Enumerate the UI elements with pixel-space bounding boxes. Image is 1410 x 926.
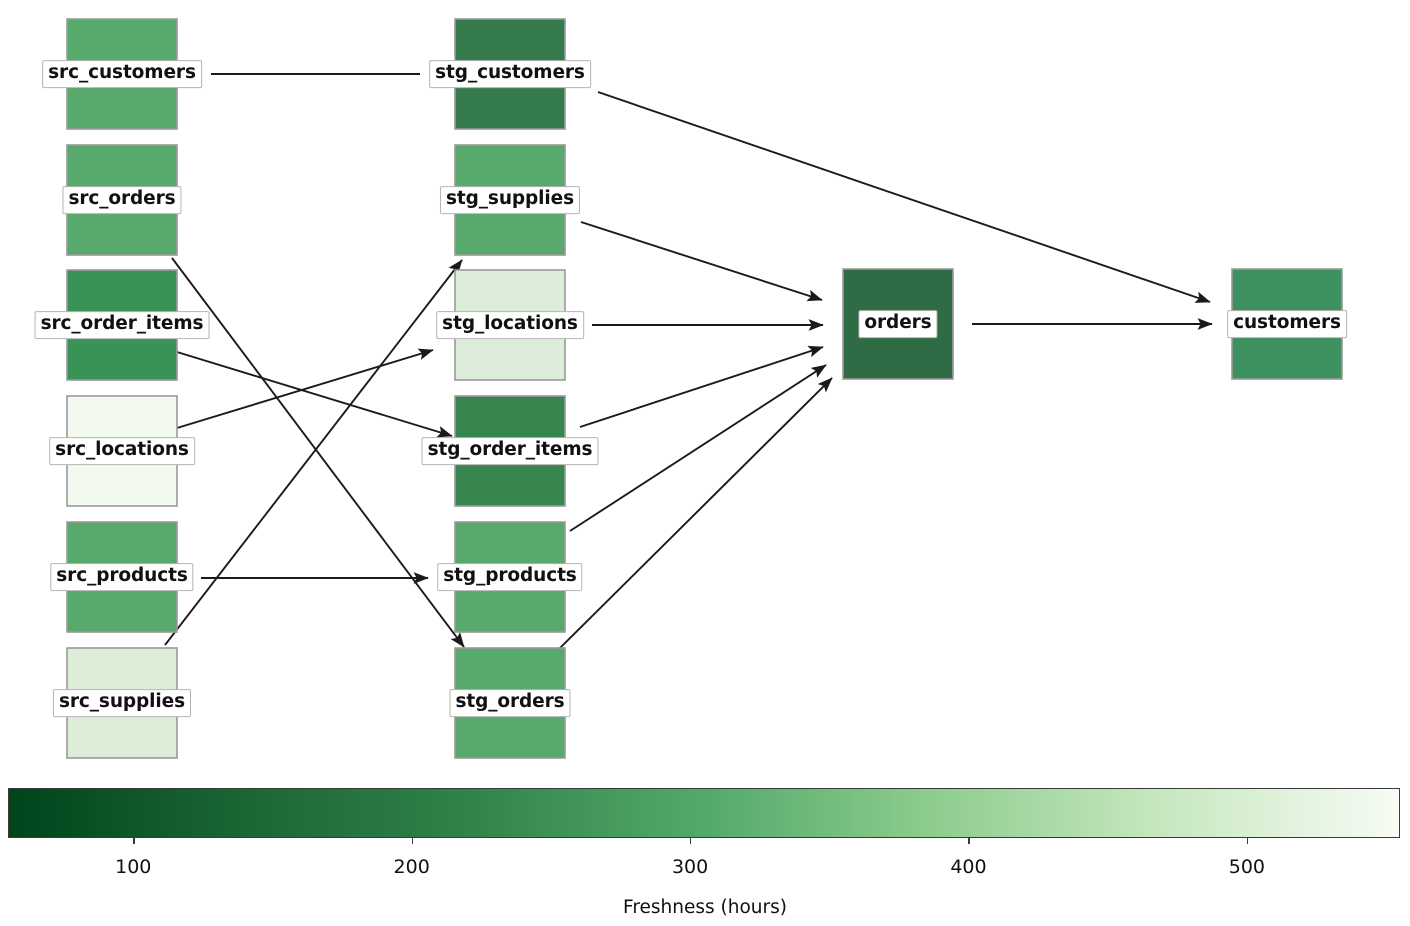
colorbar-tick-500: [1246, 838, 1249, 844]
node-label-src_locations[interactable]: src_locations: [49, 437, 195, 465]
node-label-stg_orders[interactable]: stg_orders: [449, 689, 571, 717]
node-label-stg_customers[interactable]: stg_customers: [429, 60, 591, 88]
node-label-src_orders[interactable]: src_orders: [62, 186, 182, 214]
edge-stg_supplies-to-orders: [580, 221, 823, 302]
colorbar-gradient: [8, 788, 1400, 838]
colorbar-tick-label-500: 500: [1228, 856, 1266, 878]
node-label-src_products[interactable]: src_products: [50, 563, 194, 591]
colorbar-tick-200: [411, 838, 414, 844]
edge-stg_products-to-orders: [569, 364, 827, 532]
edge-stg_order_items-to-orders: [579, 345, 824, 428]
node-label-src_order_items[interactable]: src_order_items: [34, 311, 210, 339]
colorbar-tick-400: [968, 838, 970, 844]
edge-stg_customers-to-customers: [597, 91, 1211, 303]
freshness-colorbar: [8, 788, 1400, 844]
node-label-src_supplies[interactable]: src_supplies: [52, 689, 192, 717]
colorbar-tick-label-300: 300: [671, 856, 709, 878]
nodes-layer: [66, 18, 1343, 759]
colorbar-tick-100: [133, 838, 135, 844]
colorbar-tick-label-100: 100: [115, 856, 152, 878]
node-label-orders[interactable]: orders: [858, 310, 938, 338]
node-label-stg_order_items[interactable]: stg_order_items: [421, 437, 599, 465]
colorbar-tick-label-400: 400: [950, 856, 987, 878]
edge-stg_orders-to-orders: [559, 377, 833, 649]
node-label-stg_locations[interactable]: stg_locations: [436, 311, 584, 339]
node-label-stg_supplies[interactable]: stg_supplies: [439, 186, 581, 214]
edges-layer: [164, 73, 1213, 649]
edge-src_locations-to-stg_locations: [176, 348, 434, 429]
edge-src_order_items-to-stg_order_items: [176, 351, 453, 438]
node-label-customers[interactable]: customers: [1227, 310, 1347, 338]
edge-src_supplies-to-stg_supplies: [164, 259, 463, 646]
colorbar-tick-label-200: 200: [393, 856, 430, 878]
node-label-stg_products[interactable]: stg_products: [437, 563, 583, 591]
node-label-src_customers[interactable]: src_customers: [42, 60, 202, 88]
colorbar-axis-label: Freshness (hours): [623, 897, 787, 918]
colorbar-tick-300: [690, 838, 692, 844]
edge-src_orders-to-stg_orders: [171, 257, 465, 648]
